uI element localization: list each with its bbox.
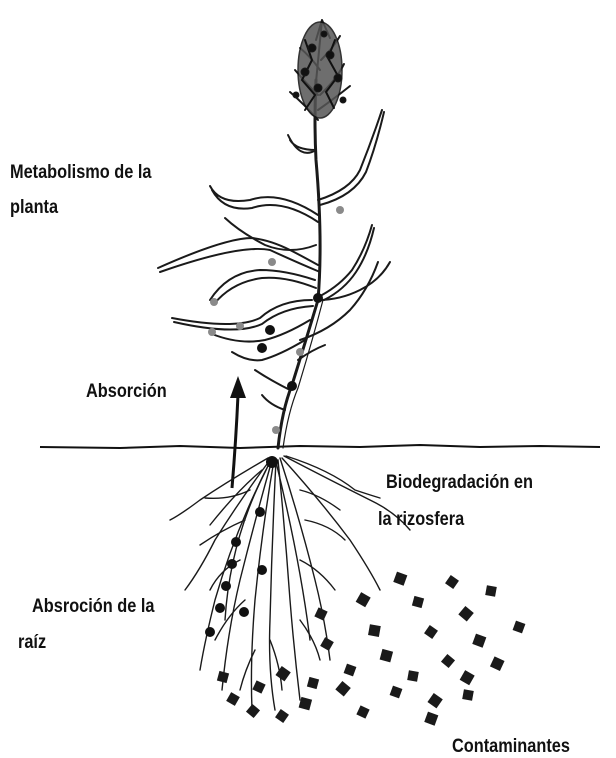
metabolite-markers-dark	[257, 293, 323, 391]
absorption-arrow	[230, 376, 246, 488]
plant-illustration	[158, 20, 410, 710]
label-rhizosphere-line2: la rizosfera	[378, 508, 464, 529]
root-absorbed-dots	[205, 456, 278, 637]
label-plant-metabolism: Metabolismo de la planta	[10, 161, 152, 217]
label-rhizosphere-biodegradation: Biodegradación en la rizosfera	[378, 471, 533, 529]
contaminant-particles	[217, 572, 526, 726]
metabolite-markers	[208, 206, 344, 434]
label-plant-metabolism-line1: Metabolismo de la	[10, 161, 152, 182]
label-root-absorption: Absroción de la raíz	[18, 595, 155, 652]
label-absorption: Absorción	[86, 380, 167, 401]
label-contaminants: Contaminantes	[452, 735, 570, 756]
label-root-absorption-line1: Absroción de la	[32, 595, 155, 616]
label-plant-metabolism-line2: planta	[10, 196, 58, 217]
flower-head	[290, 20, 350, 120]
label-rhizosphere-line1: Biodegradación en	[386, 471, 533, 492]
label-root-absorption-line2: raíz	[18, 631, 46, 652]
ground-line	[40, 445, 600, 448]
